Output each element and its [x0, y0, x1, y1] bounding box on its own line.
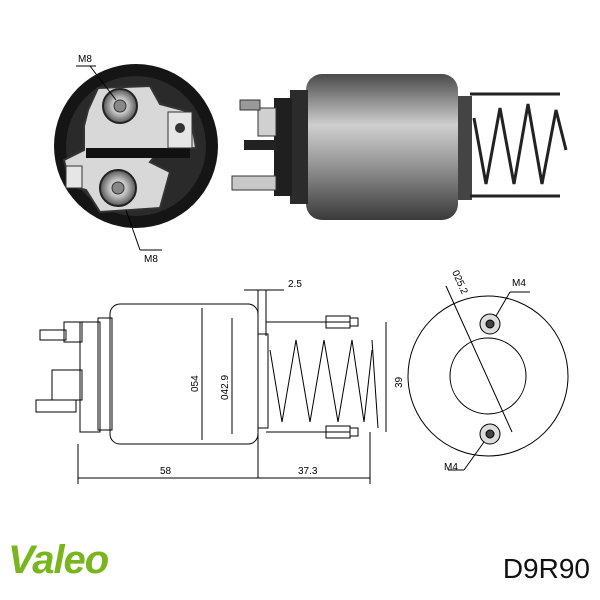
part-code: D9R90 [502, 553, 590, 584]
label-inner-diameter: 042.9 [220, 375, 231, 400]
label-small-top: M4 [512, 278, 526, 289]
valeo-logo: Valeo [8, 538, 109, 582]
end-view-photo [54, 64, 218, 228]
label-body-diameter: 054 [190, 375, 201, 392]
label-length-body: 58 [160, 466, 172, 477]
label-length-plunger: 37.3 [298, 466, 318, 477]
side-view-photo [231, 74, 568, 220]
side-elevation-drawing [35, 289, 387, 484]
label-bolt-circle: 025.2 [449, 269, 469, 297]
label-small-bottom: M4 [444, 462, 458, 473]
end-elevation-drawing [407, 285, 569, 471]
label-top-terminal: M8 [78, 54, 92, 65]
label-bottom-terminal: M8 [144, 254, 158, 265]
label-spring-offset: 2.5 [288, 279, 302, 290]
label-height: 39 [394, 376, 405, 388]
